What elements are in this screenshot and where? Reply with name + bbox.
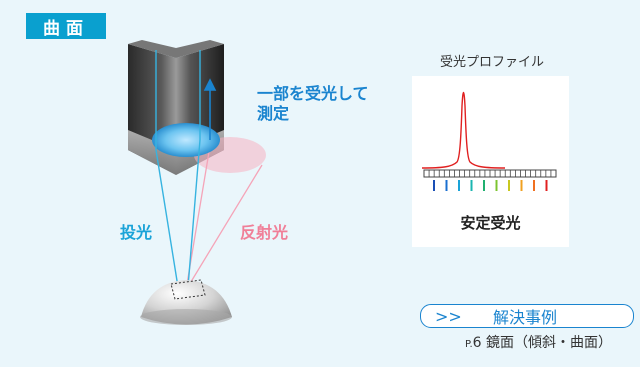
- measure-text: 測定: [257, 104, 290, 123]
- curved-surface-target: [140, 279, 232, 325]
- reflection-label: 反射光: [240, 223, 289, 242]
- projection-beam: [155, 50, 201, 288]
- reference-text: 鏡面（傾斜・曲面）: [486, 335, 613, 351]
- solution-link-button[interactable]: >> 解決事例: [420, 304, 634, 328]
- receiver-lens: [152, 123, 220, 157]
- arrow-icon: >>: [435, 306, 462, 326]
- stable-receive-label: 安定受光: [460, 214, 521, 232]
- page-prefix: P.: [465, 339, 473, 350]
- partial-receive-label: 一部を受光して 測定: [257, 84, 369, 124]
- sensor-array-cells: [423, 170, 557, 177]
- wavelength-bars: [433, 180, 548, 191]
- profile-graph: [421, 91, 557, 191]
- section-title: 曲面: [26, 13, 106, 39]
- receive-arrow: [203, 78, 217, 140]
- partial-receive-text: 一部を受光して: [257, 84, 369, 103]
- projection-label: 投光: [120, 223, 153, 242]
- page-reference: P.6 鏡面（傾斜・曲面）: [465, 332, 612, 352]
- profile-peak-curve: [421, 91, 506, 169]
- profile-title: 受光プロファイル: [439, 55, 544, 70]
- solution-label: 解決事例: [493, 308, 558, 327]
- page-number: 6: [472, 335, 482, 351]
- profile-box: [412, 76, 569, 247]
